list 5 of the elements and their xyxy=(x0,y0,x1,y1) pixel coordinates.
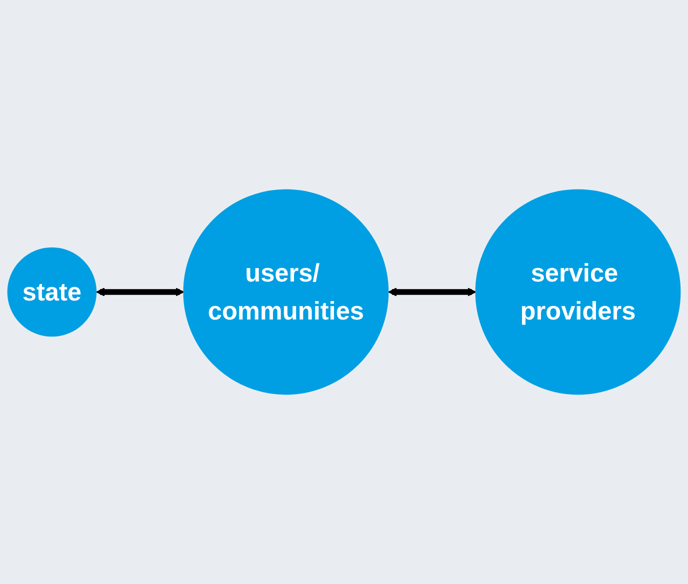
arrow xyxy=(96,288,184,296)
node-circle: state xyxy=(7,247,97,337)
arrow xyxy=(388,288,476,296)
node-circle: users/ communities xyxy=(183,189,389,395)
node-circle: service providers xyxy=(475,189,681,395)
